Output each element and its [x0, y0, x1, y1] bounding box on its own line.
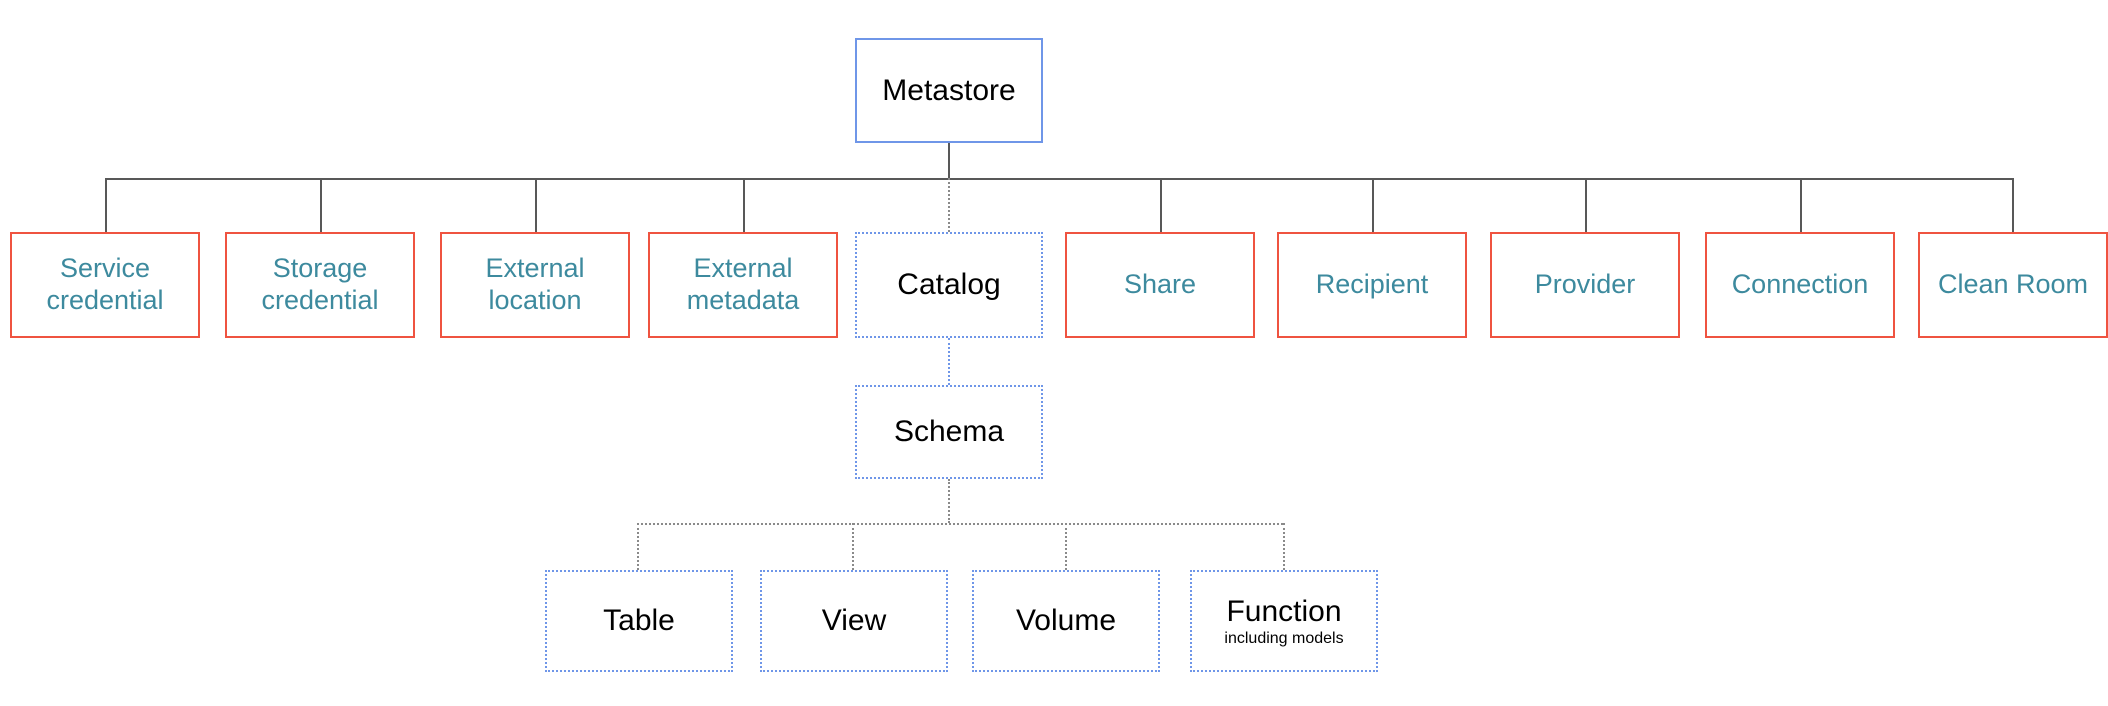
connector-catalog-to-schema	[948, 338, 950, 385]
node-recipient[interactable]: Recipient	[1277, 232, 1467, 338]
node-external-metadata[interactable]: External metadata	[648, 232, 838, 338]
node-catalog-label: Catalog	[897, 268, 1001, 302]
node-function-label: Function	[1226, 595, 1342, 628]
node-connection[interactable]: Connection	[1705, 232, 1895, 338]
connector-level3-bus	[637, 523, 1283, 525]
node-external-location-label: External location	[485, 253, 585, 315]
connector-drop-function	[1283, 523, 1285, 570]
connector-level1-bus	[105, 178, 2012, 180]
node-external-location[interactable]: External location	[440, 232, 630, 338]
node-catalog[interactable]: Catalog	[855, 232, 1043, 338]
node-clean-room[interactable]: Clean Room	[1918, 232, 2108, 338]
connector-drop-table	[637, 523, 639, 570]
node-provider[interactable]: Provider	[1490, 232, 1680, 338]
connector-drop-provider	[1585, 178, 1587, 232]
node-view-label: View	[821, 604, 887, 638]
connector-drop-clean-room	[2012, 178, 2014, 232]
connector-drop-volume	[1065, 523, 1067, 570]
connector-drop-service-credential	[105, 178, 107, 232]
node-clean-room-label: Clean Room	[1937, 269, 2089, 300]
node-function-sublabel: including models	[1224, 630, 1344, 648]
node-provider-label: Provider	[1534, 269, 1636, 300]
node-volume[interactable]: Volume	[972, 570, 1160, 672]
connector-drop-external-metadata	[743, 178, 745, 232]
node-metastore-label: Metastore	[882, 73, 1016, 107]
connector-drop-view	[852, 523, 854, 570]
connector-drop-storage-credential	[320, 178, 322, 232]
connector-drop-catalog	[948, 178, 950, 232]
node-metastore[interactable]: Metastore	[855, 38, 1043, 143]
node-storage-credential-label: Storage credential	[261, 253, 379, 315]
node-share[interactable]: Share	[1065, 232, 1255, 338]
node-schema[interactable]: Schema	[855, 385, 1043, 479]
connector-drop-recipient	[1372, 178, 1374, 232]
node-service-credential-label: Service credential	[46, 253, 164, 315]
node-table[interactable]: Table	[545, 570, 733, 672]
node-function[interactable]: Function including models	[1190, 570, 1378, 672]
node-volume-label: Volume	[1015, 604, 1117, 638]
node-service-credential[interactable]: Service credential	[10, 232, 200, 338]
node-connection-label: Connection	[1731, 269, 1869, 300]
connector-schema-stem	[948, 479, 950, 523]
node-storage-credential[interactable]: Storage credential	[225, 232, 415, 338]
node-share-label: Share	[1123, 269, 1197, 300]
connector-drop-share	[1160, 178, 1162, 232]
node-recipient-label: Recipient	[1315, 269, 1429, 300]
node-schema-label: Schema	[893, 415, 1005, 449]
node-table-label: Table	[603, 604, 675, 638]
node-view[interactable]: View	[760, 570, 948, 672]
connector-drop-external-location	[535, 178, 537, 232]
node-external-metadata-label: External metadata	[686, 253, 800, 315]
connector-metastore-stem	[948, 143, 950, 179]
connector-drop-connection	[1800, 178, 1802, 232]
